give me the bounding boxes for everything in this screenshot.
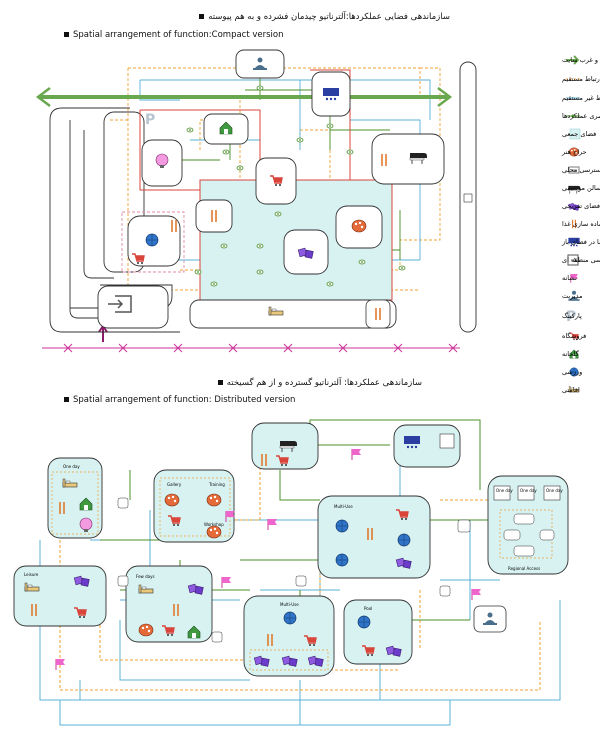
label-multi-use-2: Multi-Use xyxy=(334,504,353,509)
legend-label-3: ارتباط بصری عملکردها xyxy=(562,112,600,120)
legend-label-1: ارتباط مستقیم xyxy=(562,75,600,83)
legend-label-8: فضای تفریحی xyxy=(562,202,600,210)
legend-label-9: آماده سازی غذا xyxy=(562,219,600,228)
heading-distributed-en: Spatial arrangement of function: Distrib… xyxy=(60,395,295,405)
legend: P xyxy=(566,55,581,393)
svg-text:P: P xyxy=(145,112,155,128)
legend-label-10: سینما در فضای باز xyxy=(561,238,600,246)
distributed-diagram: One day Gallery Training Workshop Leisur… xyxy=(13,419,569,726)
label-one-day: One day xyxy=(63,464,80,469)
label-workshop: Workshop xyxy=(204,522,224,527)
heading-compact-en: Spatial arrangement of function:Compact … xyxy=(60,30,284,40)
svg-text:P: P xyxy=(566,309,576,325)
legend-label-7: سالن موسیقی xyxy=(562,184,600,192)
legend-label-0: ارتباط بصری شرق و غرب سایت xyxy=(562,56,600,64)
legend-label-6: دسترسی محلی xyxy=(562,166,600,174)
legend-label-2: ارتباط غیر مستقیم xyxy=(562,94,600,102)
label-training: Training xyxy=(208,482,225,487)
legend-label-5: حراج هنر xyxy=(561,148,587,156)
legend-label-4: فضای جمعی xyxy=(562,130,596,138)
compact-diagram: P xyxy=(35,49,477,353)
legend-label-14: پارکینگ xyxy=(562,312,582,320)
legend-labels: ارتباط بصری شرق و غرب سایت ارتباط مستقیم… xyxy=(561,56,600,394)
legend-label-11: دسترسی منطقه ای xyxy=(562,256,600,264)
heading-compact-fa: سازماندهی فضایی عملکردها:آلترناتیو چیدما… xyxy=(195,12,450,22)
legend-label-16: گلخانه xyxy=(562,350,580,358)
label-leisure: Leisure xyxy=(24,572,39,577)
label-few-days: Few days xyxy=(136,574,155,579)
label-pool: Pool xyxy=(364,606,372,611)
label-gallery: Gallery xyxy=(167,482,182,487)
label-regional-access: Regional Access xyxy=(508,566,540,571)
legend-label-13: مدیریت xyxy=(562,292,582,300)
legend-label-12: نشانه xyxy=(562,274,577,282)
label-one-day-c: One day xyxy=(546,488,563,493)
label-multi-use: Multi-Use xyxy=(280,602,299,607)
legend-label-17: ورزشی xyxy=(562,368,582,376)
heading-distributed-fa: سازماندهی عملکردها: آلترناتیو گسترده و ا… xyxy=(214,378,422,388)
label-one-day-b: One day xyxy=(520,488,537,493)
legend-label-18: اقامتی xyxy=(562,386,580,394)
label-one-day-a: One day xyxy=(496,488,513,493)
legend-label-15: فروشگاه xyxy=(562,332,586,340)
